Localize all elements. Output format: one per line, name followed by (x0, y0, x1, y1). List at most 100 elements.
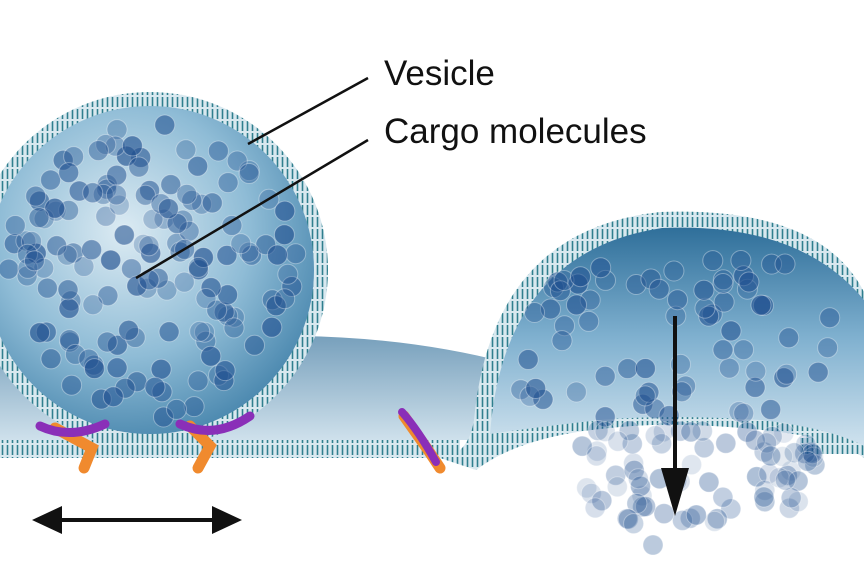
cargo-molecule (113, 224, 135, 246)
cargo-molecule (95, 134, 117, 155)
cargo-molecule (216, 244, 238, 266)
cargo-molecule (64, 343, 86, 365)
cargo-molecule (768, 467, 790, 489)
cargo-molecule (778, 327, 800, 349)
cargo-molecule (712, 486, 734, 508)
cargo-molecule (617, 508, 639, 530)
cargo-molecules-label: Cargo molecules (384, 112, 647, 151)
cargo-molecule (241, 244, 262, 266)
cargo-molecule (587, 420, 609, 441)
cargo-molecule (214, 360, 236, 382)
cargo-molecule (549, 280, 571, 302)
cargo-molecule (134, 184, 156, 206)
cargo-molecule (753, 441, 775, 463)
cargo-molecule (106, 334, 128, 356)
cargo-molecule (25, 242, 47, 264)
cargo-molecule (173, 271, 195, 293)
cargo-molecule (712, 339, 734, 361)
cargo-molecule (591, 490, 613, 512)
cargo-molecule (730, 250, 752, 271)
cargo-molecule (795, 433, 817, 455)
cargo-molecule (17, 243, 38, 265)
cargo-molecule (817, 337, 839, 359)
cargo-molecule (685, 504, 707, 526)
cargo-molecule (607, 430, 629, 452)
cargo-molecule (797, 450, 819, 472)
cargo-molecule (787, 470, 809, 492)
cargo-molecule (776, 464, 798, 486)
cargo-molecule (693, 279, 715, 301)
cargo-molecule (744, 429, 766, 451)
cargo-molecule (605, 464, 627, 486)
cargo-molecule (21, 231, 42, 252)
cargo-molecule (118, 319, 140, 341)
cargo-molecule (58, 297, 80, 319)
cargo-molecule (206, 299, 228, 321)
cargo-molecule (230, 233, 252, 255)
cargo-molecule (663, 260, 685, 282)
cargo-molecule (261, 316, 283, 338)
cargo-molecule (100, 249, 122, 271)
cargo-molecule (630, 475, 651, 497)
cargo-molecule (189, 320, 211, 342)
cargo-molecule (147, 267, 169, 289)
cargo-molecule (46, 235, 68, 257)
cargo-molecule (15, 230, 37, 252)
cargo-molecule (517, 349, 539, 370)
cargo-molecule (698, 305, 720, 327)
cargo-molecule (0, 258, 20, 280)
cargo-molecule (200, 277, 222, 299)
cargo-molecule (181, 189, 203, 211)
cargo-molecule (28, 207, 50, 229)
cargo-molecule (566, 294, 587, 316)
cargo-molecule (121, 135, 143, 157)
cargo-molecule (680, 421, 702, 443)
cargo-molecule (106, 119, 128, 141)
cargo-molecule (176, 183, 198, 205)
cargo-molecule (56, 244, 78, 266)
cargo-molecule (105, 184, 127, 206)
cargo-molecule (706, 508, 728, 530)
cargo-molecule (733, 339, 754, 361)
cargo-molecule (277, 263, 299, 285)
cargo-molecule (626, 493, 648, 514)
cargo-molecule (3, 233, 25, 255)
cargo-molecule (578, 310, 600, 332)
docked-vesicle (0, 92, 328, 448)
cargo-molecule (238, 163, 260, 184)
cargo-molecule (160, 174, 182, 196)
cargo-molecule (773, 422, 795, 444)
cargo-molecule (153, 406, 174, 428)
cargo-molecule (644, 425, 666, 447)
cargo-molecule (244, 334, 265, 356)
cargo-molecule (183, 396, 205, 418)
cargo-molecule (672, 509, 693, 531)
cargo-molecule (590, 257, 612, 279)
cargo-molecule (773, 367, 795, 389)
cargo-molecule (691, 420, 713, 442)
cargo-molecule (584, 497, 606, 519)
cargo-molecule (92, 183, 114, 205)
cargo-molecule (200, 345, 222, 367)
cargo-molecule (25, 185, 47, 207)
cargo-molecule (525, 378, 547, 399)
cargo-molecule (720, 498, 742, 520)
cargo-molecule (653, 503, 675, 525)
cargo-molecule (736, 421, 758, 443)
cargo-molecule (565, 381, 587, 403)
cargo-molecule (693, 437, 715, 459)
cargo-molecule (201, 192, 223, 214)
cargo-molecule (128, 156, 150, 178)
cargo-molecule (761, 253, 783, 275)
cargo-molecule (758, 463, 780, 485)
cargo-molecule (265, 295, 287, 317)
cargo-molecule (223, 317, 245, 339)
cargo-molecule (801, 443, 823, 465)
cargo-molecule (594, 406, 616, 428)
cargo-molecule (804, 454, 826, 476)
cargo-molecule (760, 399, 782, 420)
cargo-molecule (580, 482, 602, 504)
cargo-molecule (754, 491, 776, 513)
cargo-molecule (150, 358, 172, 380)
cargo-molecule (715, 432, 737, 454)
